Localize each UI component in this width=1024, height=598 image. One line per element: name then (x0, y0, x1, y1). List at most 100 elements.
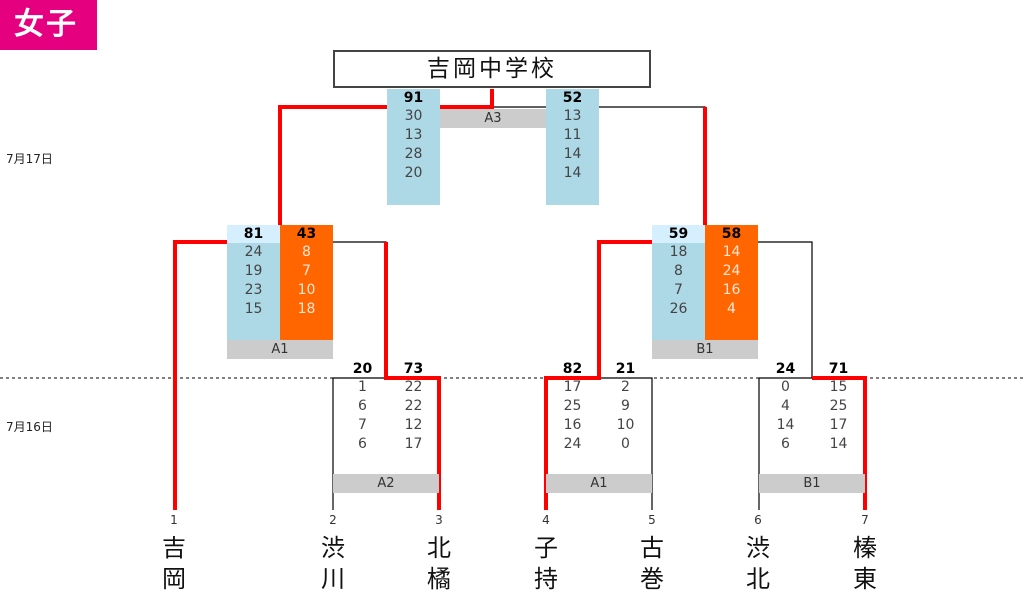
set-score: 24 (563, 436, 582, 452)
score-total: 81 (227, 225, 280, 243)
sf-left-left-scores: 81 24 19 23 15 (227, 225, 280, 340)
set-score: 14 (563, 146, 582, 162)
r1-6v7-right-scores: 71 15 25 17 14 (812, 360, 865, 454)
set-score: 10 (297, 282, 316, 298)
set-score: 0 (781, 379, 790, 395)
team-number-4: 4 (542, 513, 550, 527)
set-score: 22 (404, 379, 423, 395)
set-score: 14 (776, 417, 795, 433)
r1-6v7-left-scores: 24 0 4 14 6 (759, 360, 812, 454)
r1-4v5-left-scores: 82 17 25 16 24 (546, 360, 599, 454)
set-score: 22 (404, 398, 423, 414)
team-number-6: 6 (754, 513, 762, 527)
path-team-6 (758, 377, 812, 510)
set-score: 0 (621, 436, 630, 452)
score-total: 58 (721, 226, 742, 242)
path-team-5 (599, 377, 653, 510)
set-score: 25 (563, 398, 582, 414)
set-score: 17 (404, 436, 423, 452)
gender-tag: 女子 (0, 0, 97, 50)
set-score: 4 (781, 398, 790, 414)
set-score: 24 (244, 244, 263, 260)
set-score: 9 (621, 398, 630, 414)
date-round2: 7月17日 (6, 152, 53, 166)
set-score: 28 (404, 146, 423, 162)
r1-4v5-right-scores: 21 2 9 10 0 (599, 360, 652, 454)
team-number-7: 7 (861, 513, 869, 527)
score-total: 20 (352, 361, 373, 377)
team-number-5: 5 (648, 513, 656, 527)
set-score: 6 (358, 398, 367, 414)
path-team-4-win (544, 240, 705, 510)
sf-right-left-scores: 59 18 8 7 26 (652, 225, 705, 340)
set-score: 17 (563, 379, 582, 395)
set-score: 14 (829, 436, 848, 452)
path-team-2 (332, 377, 387, 510)
score-total: 21 (615, 361, 636, 377)
court-label: A2 (333, 474, 439, 493)
team-name-7: 榛東 (853, 534, 877, 593)
court-label: B1 (759, 474, 865, 493)
court-label: A1 (227, 340, 333, 359)
set-score: 1 (358, 379, 367, 395)
set-score: 6 (781, 436, 790, 452)
final-right-scores: 52 13 11 14 14 (546, 89, 599, 205)
set-score: 17 (829, 417, 848, 433)
score-total: 71 (828, 361, 849, 377)
set-score: 14 (563, 165, 582, 181)
set-score: 7 (302, 263, 311, 279)
set-score: 14 (722, 244, 741, 260)
score-total: 24 (775, 361, 796, 377)
court-label: A1 (546, 474, 652, 493)
set-score: 10 (616, 417, 635, 433)
r1-2v3-left-scores: 20 1 6 7 6 (336, 360, 389, 454)
score-total: 52 (562, 90, 583, 106)
set-score: 2 (621, 379, 630, 395)
set-score: 26 (669, 301, 688, 317)
team-number-2: 2 (329, 513, 337, 527)
set-score: 30 (404, 108, 423, 124)
final-left-scores: 91 30 13 28 20 (387, 89, 440, 205)
team-name-5: 古巻 (640, 534, 664, 593)
set-score: 11 (563, 127, 582, 143)
set-score: 16 (563, 417, 582, 433)
date-round1: 7月16日 (6, 420, 53, 434)
set-score: 19 (244, 263, 263, 279)
team-name-4: 子持 (534, 534, 558, 593)
team-name-3: 北橘 (427, 534, 451, 593)
set-score: 13 (563, 108, 582, 124)
set-score: 8 (674, 263, 683, 279)
team-number-1: 1 (170, 513, 178, 527)
score-total: 59 (652, 225, 705, 243)
team-name-1: 吉岡 (162, 534, 186, 593)
set-score: 12 (404, 417, 423, 433)
set-score: 6 (358, 436, 367, 452)
set-score: 25 (829, 398, 848, 414)
score-total: 82 (562, 361, 583, 377)
set-score: 7 (674, 282, 683, 298)
champion-box: 吉岡中学校 (333, 50, 651, 88)
team-name-6: 渋北 (746, 534, 770, 593)
score-total: 73 (403, 361, 424, 377)
sf-left-right-scores: 43 8 7 10 18 (280, 225, 333, 340)
set-score: 15 (244, 301, 263, 317)
set-score: 24 (722, 263, 741, 279)
set-score: 15 (829, 379, 848, 395)
path-team-3-win (384, 242, 441, 510)
team-number-3: 3 (435, 513, 443, 527)
set-score: 20 (404, 165, 423, 181)
set-score: 4 (727, 301, 736, 317)
set-score: 18 (297, 301, 316, 317)
court-label: B1 (652, 340, 758, 359)
set-score: 18 (669, 244, 688, 260)
set-score: 7 (358, 417, 367, 433)
path-team-1-win (173, 89, 494, 510)
score-total: 91 (403, 90, 424, 106)
sf-right-right-scores: 58 14 24 16 4 (705, 225, 758, 340)
set-score: 8 (302, 244, 311, 260)
team-name-2: 渋川 (321, 534, 345, 593)
score-total: 43 (296, 226, 317, 242)
set-score: 16 (722, 282, 741, 298)
path-team-7-win (812, 376, 867, 510)
